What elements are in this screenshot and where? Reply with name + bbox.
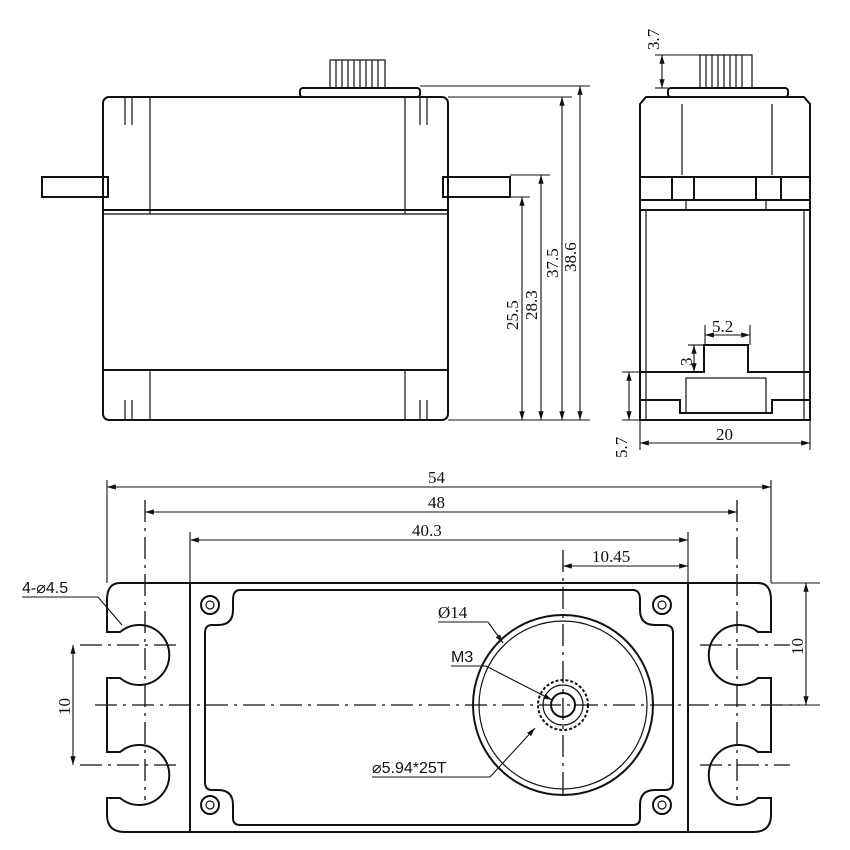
front-view: 25.5 28.3 37.5 38.6 (41, 59, 590, 421)
dim-3: 3 (677, 358, 696, 367)
top-plate (299, 87, 421, 98)
dim-10-left: 10 (55, 698, 74, 715)
callout-holes: 4-⌀4.5 (22, 580, 68, 597)
dim-28-3: 28.3 (522, 290, 541, 320)
callout-spline: ⌀5.94*25T (372, 760, 447, 777)
mount-tab-right (442, 176, 511, 198)
dim-40-3: 40.3 (412, 521, 442, 540)
dim-10-right: 10 (788, 638, 807, 655)
dim-5-7: 5.7 (612, 436, 631, 458)
side-spline (699, 54, 753, 89)
side-view: 3.7 5.2 3 5.7 20 (612, 28, 811, 458)
callout-horn-diameter: Ø14 (438, 603, 468, 622)
dim-25-5: 25.5 (503, 300, 522, 330)
dim-54: 54 (428, 468, 446, 487)
mounting-flange (106, 582, 772, 833)
bottom-case (189, 582, 689, 833)
case-recess (204, 589, 674, 826)
dim-37-5: 37.5 (543, 248, 562, 278)
dim-10-45: 10.45 (592, 547, 630, 566)
bottom-view: 54 48 40.3 10.45 10 10 4-⌀4.5 Ø14 M3 ⌀5.… (22, 468, 820, 833)
mount-tab-left (41, 176, 109, 198)
callout-m3: M3 (451, 649, 473, 666)
servo-body (102, 96, 449, 421)
screw-holes (200, 595, 672, 815)
dim-3-7: 3.7 (644, 28, 663, 50)
dim-5-2: 5.2 (712, 317, 733, 336)
dim-38-6: 38.6 (561, 242, 580, 272)
output-spline (329, 59, 386, 89)
dim-48: 48 (428, 493, 445, 512)
dim-20: 20 (716, 425, 733, 444)
